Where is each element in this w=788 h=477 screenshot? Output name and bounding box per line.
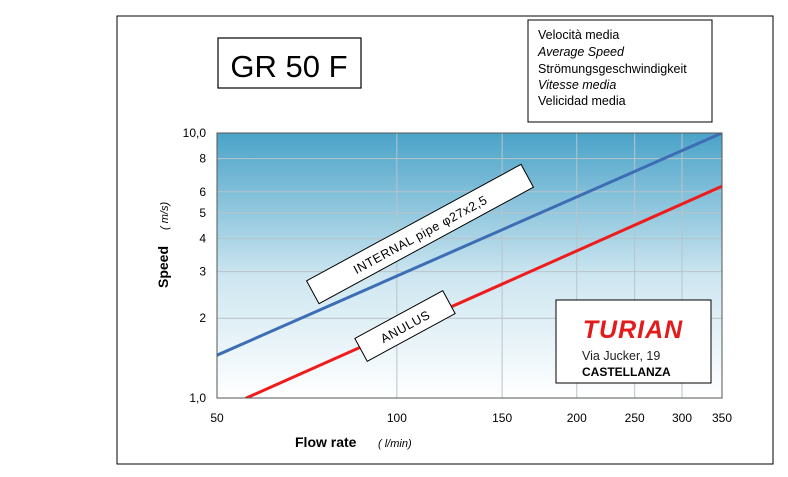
y-axis-unit: ( m/s) (159, 202, 171, 230)
label-line-de: Strömungsgeschwindigkeit (538, 62, 687, 76)
label-line-en: Average Speed (537, 45, 625, 59)
x-tick-label: 100 (387, 411, 407, 425)
y-tick-label: 2 (199, 311, 206, 325)
brand-city: CASTELLANZA (582, 365, 671, 379)
x-tick-label: 200 (567, 411, 587, 425)
brand-address: Via Jucker, 19 (582, 349, 660, 363)
x-tick-labels: 50 100 150 200 250 300 350 (210, 411, 732, 425)
y-tick-label: 4 (199, 231, 206, 245)
y-tick-label: 10,0 (183, 126, 207, 140)
x-tick-label: 150 (492, 411, 512, 425)
y-tick-labels: 1,0 2 3 4 5 6 8 10,0 (183, 126, 207, 405)
x-tick-label: 50 (210, 411, 224, 425)
speed-label-box: Velocità media Average Speed Strömungsge… (527, 19, 713, 123)
brand-logo: TURIAN (583, 316, 683, 344)
series-layer (217, 133, 722, 398)
y-tick-label: 8 (199, 152, 206, 166)
y-axis-title: Speed (155, 246, 171, 288)
x-axis-title: Flow rate (295, 434, 357, 450)
plot-border (216, 132, 723, 399)
x-tick-label: 350 (712, 411, 732, 425)
model-title: GR 50 F (230, 49, 347, 84)
label-line-fr: Vitesse media (538, 78, 616, 92)
label-line-es: Velicidad media (538, 94, 626, 108)
y-axis-title-group: Speed ( m/s) (155, 202, 171, 288)
x-axis-unit: ( l/min) (378, 438, 412, 450)
label-line-it: Velocità media (538, 28, 619, 42)
y-tick-label: 1,0 (189, 391, 206, 405)
y-tick-label: 3 (199, 265, 206, 279)
brand-box: TURIAN Via Jucker, 19 CASTELLANZA (555, 299, 712, 384)
series-line-internal (217, 133, 722, 357)
y-tick-label: 6 (199, 185, 206, 199)
series-line-anulus (244, 184, 722, 398)
x-tick-label: 300 (672, 411, 692, 425)
y-tick-label: 5 (199, 206, 206, 220)
model-title-box: GR 50 F (217, 37, 362, 89)
x-tick-label: 250 (625, 411, 645, 425)
